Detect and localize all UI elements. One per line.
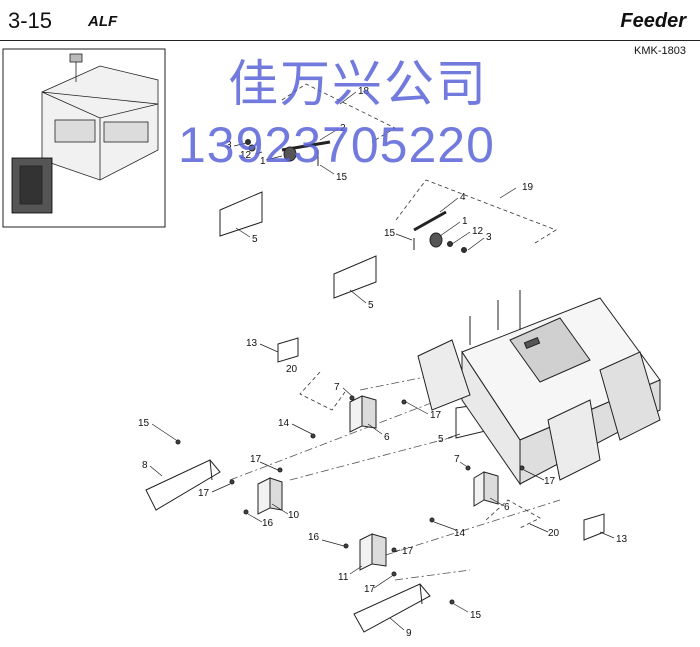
side-cover-8 xyxy=(145,459,221,511)
watermark-company: 佳万兴公司 xyxy=(228,56,488,112)
callout-17: 17 xyxy=(430,410,442,421)
callout-1: 1 xyxy=(260,156,266,167)
plate-5-upper xyxy=(219,191,263,237)
section-title: ALF xyxy=(88,13,118,30)
callout-5: 5 xyxy=(252,234,258,245)
callout-17: 17 xyxy=(198,488,210,499)
callout-6: 6 xyxy=(384,432,390,443)
callout-16: 16 xyxy=(262,518,274,529)
callout-14: 14 xyxy=(278,418,290,429)
bracket-11 xyxy=(359,533,373,571)
header-divider xyxy=(0,40,700,41)
machine-overview-thumbnail xyxy=(11,53,159,214)
plate-5-middle xyxy=(333,255,377,299)
callout-13: 13 xyxy=(616,534,628,545)
callout-11: 11 xyxy=(338,572,349,583)
overview-inset-frame xyxy=(2,48,166,228)
callout-5: 5 xyxy=(438,434,444,445)
plate-13-right xyxy=(583,513,605,541)
callout-9: 9 xyxy=(406,628,412,639)
callout-7: 7 xyxy=(334,382,340,393)
bracket-6-upper xyxy=(349,395,363,433)
model-code: KMK-1803 xyxy=(634,45,686,57)
roller-shaft-upper xyxy=(245,139,331,166)
callout-17: 17 xyxy=(364,584,376,595)
section-number: 3-15 xyxy=(8,8,53,33)
watermark-phone: 13923705220 xyxy=(178,117,495,173)
callout-17: 17 xyxy=(250,454,262,465)
callout-15: 15 xyxy=(384,228,396,239)
callout-15: 15 xyxy=(138,418,150,429)
side-cover-9 xyxy=(353,583,431,633)
callout-4: 4 xyxy=(460,192,466,203)
unit-name: Feeder xyxy=(620,10,686,32)
callout-19: 19 xyxy=(522,182,534,193)
group-18-boundary xyxy=(281,83,396,143)
group-20-upper-boundary xyxy=(299,371,346,411)
callout-20: 20 xyxy=(286,364,298,375)
bracket-6-lower xyxy=(473,471,485,507)
callout-16: 16 xyxy=(308,532,320,543)
group-20-lower-boundary xyxy=(485,499,541,529)
callout-17: 17 xyxy=(544,476,556,487)
callout-6: 6 xyxy=(504,502,510,513)
group-19-boundary xyxy=(395,179,557,244)
callout-12: 12 xyxy=(472,226,484,237)
callout-8: 8 xyxy=(142,460,148,471)
feeder-frame-assembly xyxy=(417,290,661,486)
callout-12: 12 xyxy=(240,150,252,161)
callout-3: 3 xyxy=(226,140,232,151)
callout-2: 2 xyxy=(340,123,346,134)
callout-13: 13 xyxy=(246,338,258,349)
callout-10: 10 xyxy=(288,510,300,521)
roller-shaft-lower xyxy=(413,210,467,253)
callout-3: 3 xyxy=(486,232,492,243)
callout-7: 7 xyxy=(454,454,460,465)
callout-20: 20 xyxy=(548,528,560,539)
callout-15: 15 xyxy=(470,610,482,621)
bracket-10 xyxy=(257,477,271,515)
callout-18: 18 xyxy=(358,86,370,97)
plate-13-left xyxy=(277,337,299,363)
callout-15: 15 xyxy=(336,172,348,183)
callout-14: 14 xyxy=(454,528,466,539)
callout-17: 17 xyxy=(402,546,414,557)
callout-5: 5 xyxy=(368,300,374,311)
callout-1: 1 xyxy=(462,216,468,227)
